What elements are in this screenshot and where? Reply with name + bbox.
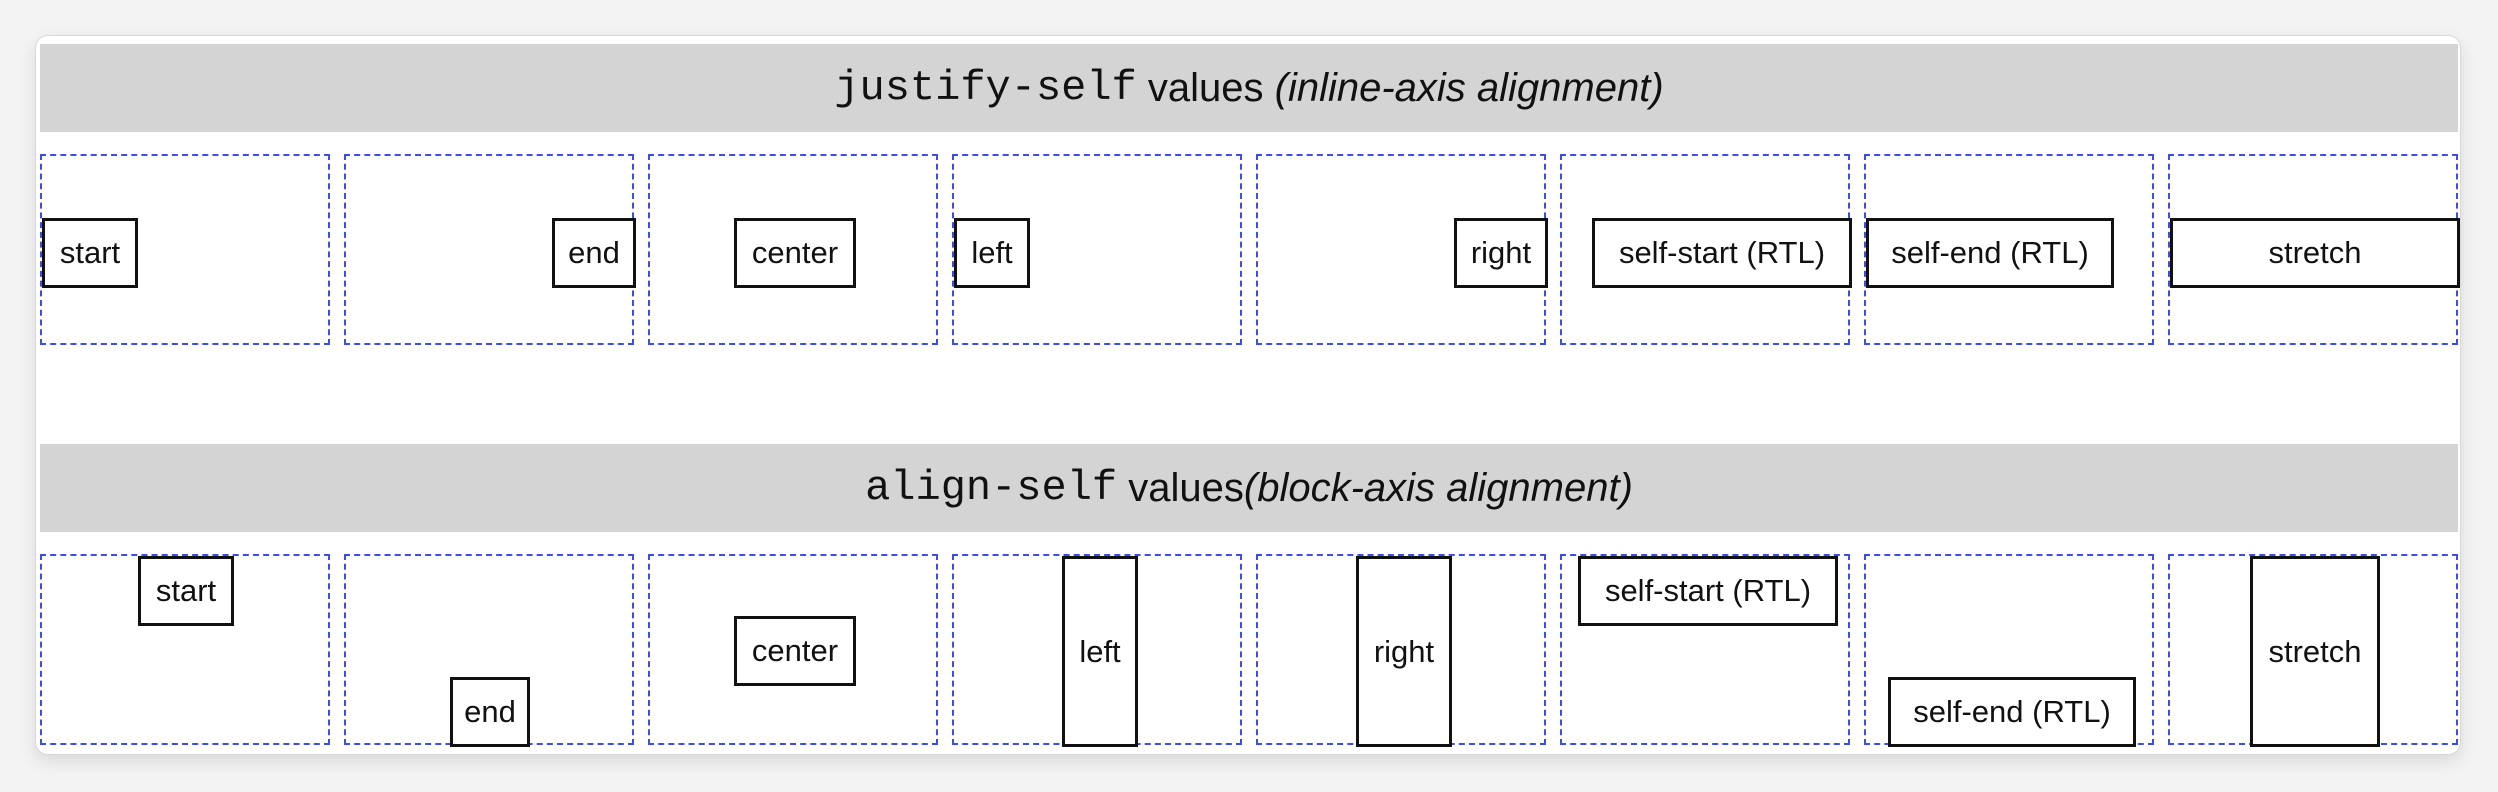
align-cell-right: right [1256,554,1546,747]
align-box-right: right [1356,556,1452,747]
align-box-self-end: self-end (RTL) [1888,677,2136,747]
justify-self-title-code: justify-self [834,64,1137,112]
justify-cell-right: right [1256,154,1548,345]
justify-cell-center: center [648,154,938,345]
justify-box-self-end: self-end (RTL) [1866,218,2114,288]
justify-cell-start: start [40,154,330,345]
justify-box-self-start: self-start (RTL) [1592,218,1852,288]
align-self-title-word: values [1117,465,1244,510]
justify-cell-self-end: self-end (RTL) [1864,154,2154,345]
justify-box-start: start [42,218,138,288]
justify-box-center: center [734,218,856,288]
justify-box-right: right [1454,218,1548,288]
align-box-left: left [1062,556,1138,747]
align-self-row: start end center left right self-start (… [40,554,2458,747]
justify-self-header: justify-self values (inline-axis alignme… [40,44,2458,132]
align-self-title-code: align-self [865,464,1118,512]
align-cell-stretch: stretch [2168,554,2458,747]
align-box-stretch: stretch [2250,556,2380,747]
justify-box-left: left [954,218,1030,288]
justify-cell-end: end [344,154,636,345]
justify-cell-self-start: self-start (RTL) [1560,154,1852,345]
justify-self-row: start end center left right self-start (… [40,154,2460,347]
align-self-header: align-self values(block-axis alignment) [40,444,2458,532]
align-cell-left: left [952,554,1242,747]
align-cell-self-start: self-start (RTL) [1560,554,1850,745]
align-box-self-start: self-start (RTL) [1578,556,1838,626]
justify-box-stretch: stretch [2170,218,2460,288]
align-box-center: center [734,616,856,686]
justify-box-end: end [552,218,636,288]
align-cell-self-end: self-end (RTL) [1864,554,2154,747]
justify-cell-stretch: stretch [2168,154,2460,345]
justify-cell-left: left [952,154,1242,345]
justify-self-title-note: (inline-axis alignment) [1274,65,1664,110]
align-box-start: start [138,556,234,626]
justify-self-title-word: values [1136,65,1275,110]
align-cell-center: center [648,554,938,745]
align-cell-start: start [40,554,330,745]
align-self-title-note: (block-axis alignment) [1243,465,1633,510]
align-box-end: end [450,677,530,747]
align-cell-end: end [344,554,634,747]
